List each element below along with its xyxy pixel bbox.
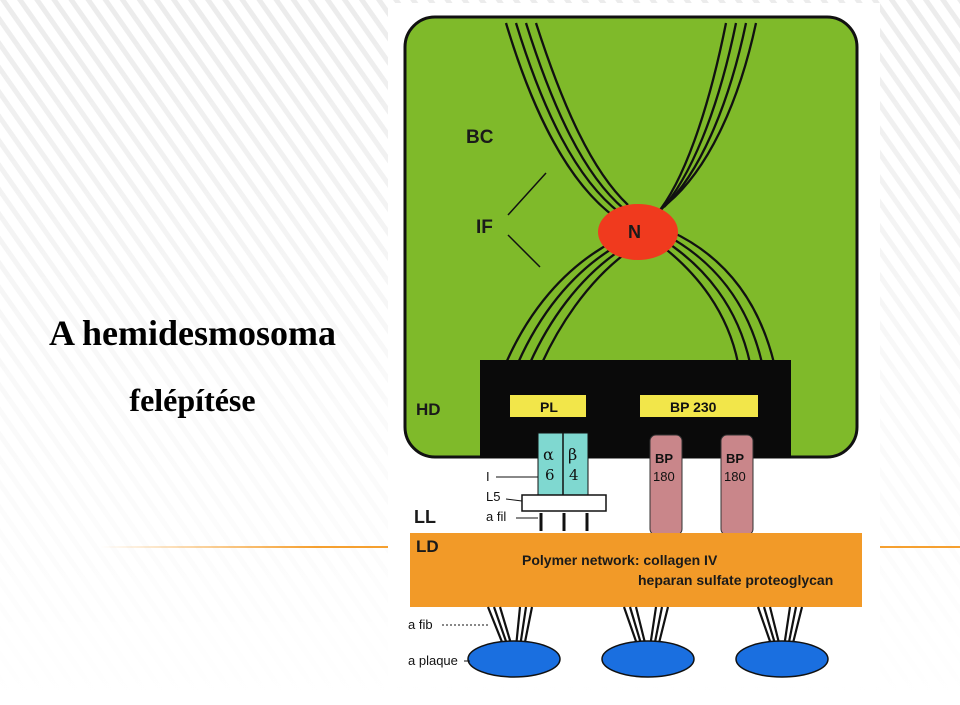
- label-if: IF: [476, 217, 493, 238]
- hemidesmosome-diagram: BC IF N HD PL BP 230 α 6 β 4 BP 180 BP 1…: [388, 3, 880, 687]
- label-bp230: BP 230: [670, 399, 717, 415]
- label-bp180-right-bottom: 180: [724, 469, 746, 484]
- label-n: N: [628, 222, 641, 242]
- label-ld: LD: [416, 537, 439, 556]
- anchoring-plaque-2: [601, 640, 695, 678]
- label-six: 6: [545, 466, 555, 484]
- bp180-left: [649, 434, 683, 536]
- label-a-plaque: a plaque: [408, 653, 458, 668]
- label-ll: LL: [414, 507, 436, 527]
- laminin5: [521, 494, 607, 512]
- label-four: 4: [569, 466, 579, 484]
- label-a-fib: a fib: [408, 617, 433, 632]
- anchoring-plaque-3: [735, 640, 829, 678]
- label-polymer-line1: Polymer network: collagen IV: [522, 552, 718, 568]
- bp180-right: [720, 434, 754, 536]
- pointer-l5: [505, 498, 523, 502]
- label-alpha: α: [543, 445, 554, 464]
- label-pl: PL: [540, 399, 558, 415]
- label-polymer-line2: heparan sulfate proteoglycan: [638, 572, 833, 588]
- anchoring-filaments: [539, 513, 589, 531]
- label-bp180-left-top: BP: [655, 451, 673, 466]
- nucleus: [598, 204, 678, 260]
- slide-title-line2: felépítése: [129, 382, 256, 418]
- anchoring-fibrils: [486, 606, 804, 648]
- label-bc: BC: [466, 127, 494, 148]
- lamina-densa: [410, 533, 862, 607]
- label-hd: HD: [416, 400, 441, 419]
- label-bp180-right-top: BP: [726, 451, 744, 466]
- label-bp180-left-bottom: 180: [653, 469, 675, 484]
- intermediate-filaments: [504, 22, 776, 364]
- label-a-fil: a fil: [486, 509, 506, 524]
- label-beta: β: [568, 445, 577, 464]
- slide-title-line1: A hemidesmosoma: [49, 313, 336, 353]
- label-i: I: [486, 469, 490, 484]
- if-pointer: [507, 172, 547, 268]
- label-l5: L5: [486, 489, 500, 504]
- bp230-box: [640, 395, 758, 417]
- pl-box: [510, 395, 586, 417]
- anchoring-plaque-1: [467, 640, 561, 678]
